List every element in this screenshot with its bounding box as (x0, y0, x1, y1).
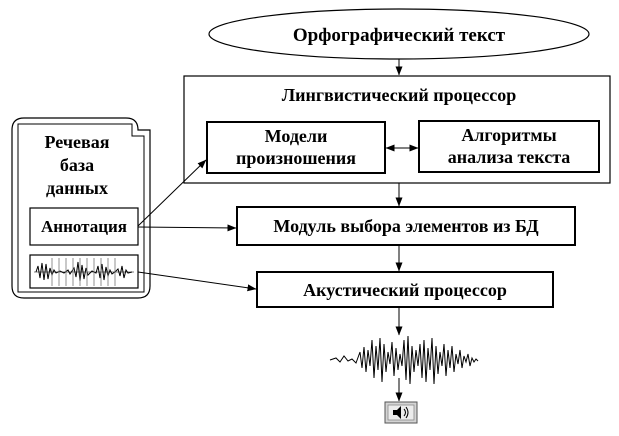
output-waveform-icon (329, 335, 479, 385)
pron-models-line2: произношения (236, 148, 356, 168)
arrow-annotation-to-selection (137, 224, 237, 232)
ortho-text-label: Орфографический текст (293, 25, 506, 46)
text-analysis-node: Алгоритмы анализа текста (418, 120, 600, 173)
pron-models-node: Модели произношения (206, 121, 386, 174)
acoustic-processor-node: Акустический процессор (256, 271, 554, 308)
pron-models-line1: Модели (265, 126, 328, 146)
arrow-db-to-acoustic (137, 271, 257, 292)
speech-db-line1: Речевая (45, 132, 110, 152)
speaker-icon[interactable] (384, 401, 418, 424)
text-analysis-line1: Алгоритмы (461, 125, 556, 145)
annotation-label: Аннотация (41, 217, 127, 236)
ling-processor-label: Лингвистический процессор (282, 85, 517, 105)
text-analysis-line2: анализа текста (448, 147, 571, 167)
db-waveform-icon (29, 254, 139, 289)
annotation-node: Аннотация (29, 207, 139, 246)
unit-selection-label: Модуль выбора элементов из БД (273, 216, 539, 236)
speech-db-line3: данных (46, 178, 108, 198)
acoustic-processor-label: Акустический процессор (303, 280, 507, 300)
unit-selection-node: Модуль выбора элементов из БД (236, 206, 576, 246)
ortho-text-node: Орфографический текст (208, 8, 590, 60)
arrow-annotation-to-models (137, 159, 207, 227)
speech-db-line2: база (60, 155, 94, 175)
